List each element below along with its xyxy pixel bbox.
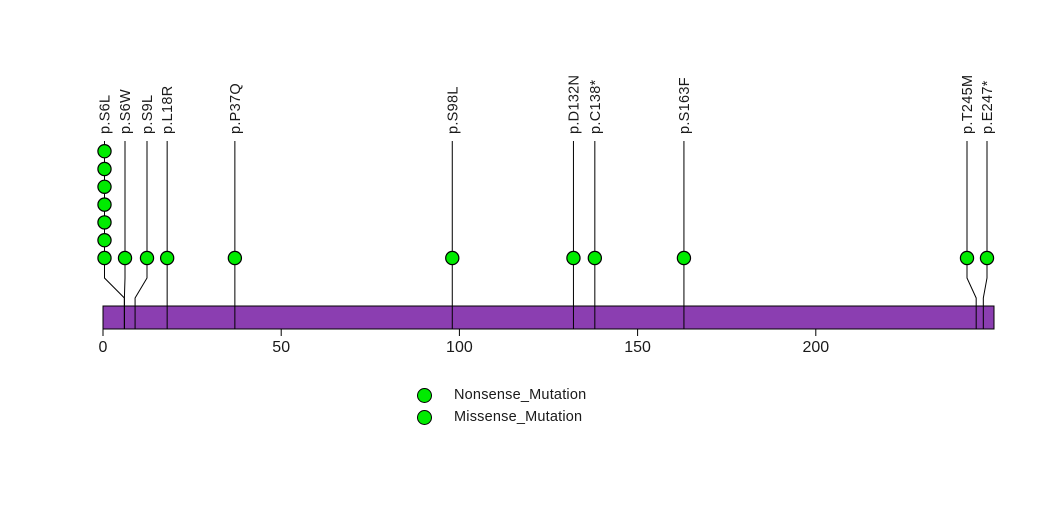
mutation-label: p.S6W [118, 89, 134, 134]
mutation-label: p.L18R [160, 85, 176, 134]
mutation-marker [979, 250, 995, 266]
mutation-label: p.D132N [567, 75, 583, 134]
legend: Nonsense_Mutation Missense_Mutation [417, 384, 586, 428]
mutation-marker [117, 250, 133, 266]
mutation-marker [97, 232, 112, 248]
legend-item: Missense_Mutation [417, 406, 586, 428]
mutation-marker [959, 250, 975, 266]
mutation-marker [566, 250, 581, 266]
axis-tick-label: 200 [802, 339, 829, 356]
mutation-marker [97, 215, 112, 230]
mutation-marker [227, 250, 243, 266]
mutation-label: p.E247* [980, 80, 996, 134]
mutation-marker [97, 161, 112, 177]
legend-item-label: Nonsense_Mutation [454, 387, 587, 403]
axis-tick-label: 150 [624, 339, 651, 356]
mutation-marker [676, 250, 692, 266]
mutation-marker [97, 197, 112, 212]
axis-tick-label: 100 [446, 339, 473, 356]
protein-backbone [102, 305, 995, 330]
mutation-label: p.S163F [677, 77, 693, 134]
mutation-marker [159, 250, 175, 266]
mutation-label: p.P37Q [228, 83, 244, 134]
legend-item: Nonsense_Mutation [417, 384, 586, 406]
mutation-stem [966, 141, 977, 329]
mutation-label: p.S9L [140, 95, 156, 134]
mutation-marker [97, 250, 112, 266]
mutation-label: p.S98L [445, 86, 461, 134]
mutation-marker [97, 143, 112, 159]
mutation-marker [587, 250, 603, 266]
mutation-marker [139, 250, 155, 266]
axis-tick-label: 0 [99, 339, 108, 356]
mutation-label: p.T245M [960, 75, 976, 134]
mutation-label: p.S6L [98, 95, 114, 134]
legend-marker-missense-icon [417, 409, 432, 425]
mutation-stem [134, 141, 148, 329]
mutation-marker [97, 179, 112, 194]
mutation-stem [123, 141, 126, 329]
mutation-label: p.C138* [588, 79, 604, 134]
mutation-marker [445, 250, 460, 266]
legend-marker-nonsense-icon [417, 387, 432, 403]
axis-tick-label: 50 [272, 339, 290, 356]
legend-item-label: Missense_Mutation [454, 409, 583, 425]
mutation-stem [982, 141, 988, 329]
